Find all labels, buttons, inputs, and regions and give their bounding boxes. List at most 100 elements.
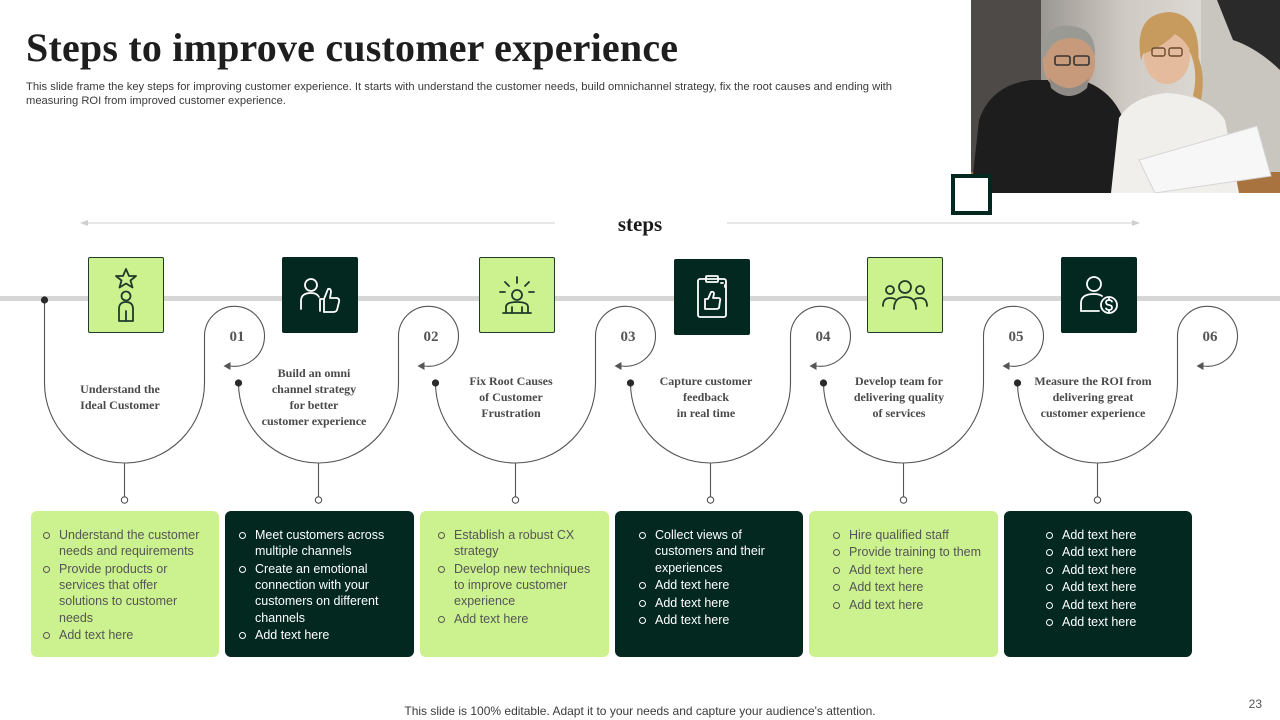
step-1-icon-box — [88, 257, 164, 333]
page-number: 23 — [1248, 697, 1262, 711]
step-2-icon-box — [282, 257, 358, 333]
connector-arrowhead — [1196, 362, 1204, 370]
connector-arrowhead — [809, 362, 817, 370]
connector-arc — [1016, 337, 1179, 464]
team-photo — [971, 0, 1280, 193]
step-title: Build an omni channel strategy for bette… — [261, 366, 367, 428]
slide-subtitle: This slide frame the key steps for impro… — [26, 81, 893, 107]
timeline-bar — [0, 296, 1280, 301]
card-connector-dot — [314, 496, 323, 504]
bullet-item: Add text here — [1044, 562, 1182, 578]
connector-loop — [789, 305, 851, 367]
step-3-icon-box — [479, 257, 555, 333]
step-title: Fix Root Causes of Customer Frustration — [469, 374, 553, 420]
connector-arrowhead — [1002, 362, 1010, 370]
bullet-item: Provide training to them — [831, 544, 988, 560]
card-connector-dot — [1093, 496, 1102, 504]
step-4-card: Collect views of customers and their exp… — [615, 511, 803, 657]
connector-loop — [203, 305, 265, 367]
footer-note: This slide is 100% editable. Adapt it to… — [404, 704, 876, 718]
connector-loop — [1176, 305, 1238, 367]
step-4-icon-box — [674, 259, 750, 335]
bullet-item: Add text here — [1044, 527, 1182, 543]
decorative-frame-square — [951, 174, 992, 215]
step-number: 01 — [229, 329, 245, 345]
team-group-icon — [881, 277, 929, 313]
bullet-item: Add text here — [637, 577, 793, 593]
connector-arrowhead — [223, 362, 231, 370]
timeline-label: steps — [617, 212, 663, 236]
connector-arrowhead — [417, 362, 425, 370]
bullet-item: Add text here — [1044, 544, 1182, 560]
step-title: Develop team for delivering quality of s… — [853, 374, 945, 420]
bullet-item: Add text here — [637, 595, 793, 611]
person-dollar-icon — [1077, 273, 1121, 317]
step-number: 03 — [620, 329, 636, 345]
step-number: 02 — [423, 329, 439, 345]
hand-thumbs-up-icon — [298, 275, 342, 315]
feedback-clipboard-icon — [692, 273, 732, 321]
bullet-item: Add text here — [1044, 579, 1182, 595]
bullet-item: Add text here — [637, 612, 793, 628]
bullet-item: Add text here — [831, 597, 988, 613]
connector-loop — [594, 305, 656, 367]
connector-start-dot — [626, 379, 635, 387]
bullet-item: Establish a robust CX strategy — [436, 527, 599, 560]
slide-title: Steps to improve customer experience — [26, 25, 679, 70]
connector-start-dot — [40, 296, 49, 304]
arrowhead-right — [1132, 220, 1140, 226]
connector-arc — [822, 337, 985, 464]
connector-arc — [237, 337, 400, 464]
connector-start-dot — [819, 379, 828, 387]
bullet-item: Add text here — [1044, 614, 1182, 630]
bullet-list: Collect views of customers and their exp… — [625, 527, 793, 628]
bullet-item: Add text here — [436, 611, 599, 627]
connector-start-dot — [1013, 379, 1022, 387]
bullet-item: Create an emotional connection with your… — [237, 561, 404, 626]
bullet-item: Add text here — [41, 627, 209, 643]
connector-start-dot — [234, 379, 243, 387]
step-title: Capture customer feedback in real time — [659, 374, 753, 420]
step-1-card: Understand the customer needs and requir… — [31, 511, 219, 657]
arrowhead-left — [80, 220, 88, 226]
step-number: 04 — [815, 329, 831, 345]
bullet-item: Develop new techniques to improve custom… — [436, 561, 599, 610]
frustrated-person-icon — [495, 273, 539, 317]
bullet-item: Add text here — [831, 562, 988, 578]
bullet-item: Meet customers across multiple channels — [237, 527, 404, 560]
step-6-icon-box — [1061, 257, 1137, 333]
step-number: 06 — [1202, 329, 1218, 345]
card-connector-dot — [706, 496, 715, 504]
bullet-list: Understand the customer needs and requir… — [41, 527, 209, 643]
bullet-item: Add text here — [1044, 597, 1182, 613]
card-connector-dot — [120, 496, 129, 504]
bullet-item: Add text here — [831, 579, 988, 595]
card-connector-dot — [511, 496, 520, 504]
person-star-icon — [104, 265, 148, 325]
card-connector-dot — [899, 496, 908, 504]
connector-arc — [434, 337, 597, 464]
bullet-item: Collect views of customers and their exp… — [637, 527, 793, 576]
connector-loop — [982, 305, 1044, 367]
bullet-item: Understand the customer needs and requir… — [41, 527, 209, 560]
connector-start-dot — [431, 379, 440, 387]
step-title: Understand the Ideal Customer — [80, 382, 160, 412]
connector-arc — [629, 337, 792, 464]
connector-loop — [397, 305, 459, 367]
bullet-item: Provide products or services that offer … — [41, 561, 209, 626]
bullet-item: Hire qualified staff — [831, 527, 988, 543]
step-title: Measure the ROI from delivering great cu… — [1034, 374, 1152, 420]
connector-arrowhead — [614, 362, 622, 370]
bullet-item: Add text here — [237, 627, 404, 643]
step-number: 05 — [1008, 329, 1024, 345]
step-5-icon-box — [867, 257, 943, 333]
